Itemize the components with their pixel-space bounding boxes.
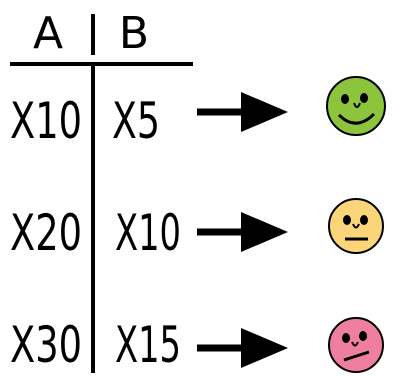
table-row: X30 X15 — [10, 316, 384, 374]
row-3-col-b: X15 — [115, 316, 181, 373]
row-2-col-b: X10 — [115, 204, 181, 262]
row-1-col-a: X10 — [10, 92, 82, 150]
neutral-face-icon — [328, 198, 384, 254]
arrow-icon — [197, 212, 288, 252]
happy-face-icon — [326, 76, 386, 136]
row-1-col-b: X5 — [112, 92, 160, 150]
arrow-icon — [197, 328, 288, 368]
table-row: X10 X5 — [10, 76, 386, 150]
arrow-icon — [197, 92, 288, 132]
unhappy-face-icon — [328, 317, 384, 373]
column-header-a: A — [33, 8, 63, 59]
row-2-col-a: X20 — [10, 204, 82, 262]
table-row: X20 X10 — [10, 198, 384, 262]
row-3-col-a: X30 — [10, 316, 82, 373]
column-header-b: B — [119, 8, 149, 59]
